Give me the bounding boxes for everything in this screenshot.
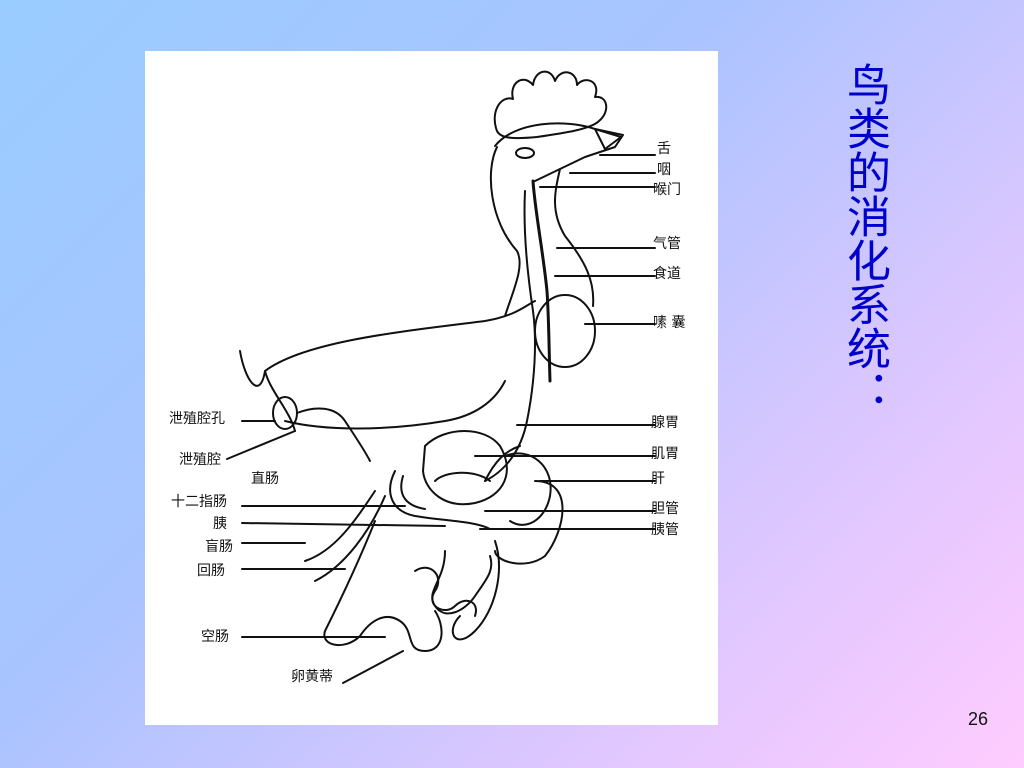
label-crop: 嗉 囊 [653, 315, 686, 331]
label-pancreas: 胰 [213, 516, 227, 532]
label-liver: 肝 [651, 471, 665, 487]
comb [493, 70, 608, 140]
label-proventriculus: 腺胃 [651, 415, 679, 431]
label-ileum: 回肠 [197, 563, 225, 579]
bird-digestive-system-drawing [226, 70, 656, 684]
label-trachea: 气管 [653, 236, 681, 252]
trachea [531, 179, 552, 383]
liver [504, 452, 552, 526]
tail [239, 350, 296, 432]
jejunum [323, 520, 443, 652]
label-pharynx: 咽 [657, 162, 671, 178]
head [494, 122, 624, 182]
label-bile-duct: 胆管 [651, 501, 679, 517]
diagram-panel: 舌 咽 喉门 气管 食道 嗉 囊 腺胃 肌胃 肝 胆管 胰管 泄殖腔孔 泄殖腔 … [145, 51, 718, 725]
crop [534, 294, 596, 368]
cecum [304, 490, 376, 562]
neck-outer [489, 146, 521, 317]
ileum [431, 550, 493, 615]
label-esophagus: 食道 [653, 266, 681, 282]
label-rectum: 直肠 [251, 471, 279, 487]
label-vent: 泄殖腔孔 [169, 411, 225, 427]
label-tongue: 舌 [657, 141, 671, 157]
label-jejunum: 空肠 [201, 629, 229, 645]
page-number: 26 [967, 709, 988, 729]
label-glottis: 喉门 [653, 182, 681, 198]
label-duodenum: 十二指肠 [171, 494, 227, 510]
label-pancreatic-duct: 胰管 [651, 522, 679, 538]
proventriculus [484, 445, 521, 482]
label-gizzard: 肌胃 [651, 446, 679, 462]
back [264, 300, 536, 372]
yolk-stalk [342, 650, 404, 684]
cloaca [272, 396, 298, 430]
label-yolk-stalk: 卵黄蒂 [291, 669, 333, 685]
belly [284, 380, 506, 430]
duodenum [389, 470, 491, 530]
gizzard [422, 430, 508, 506]
neck-inner [554, 168, 595, 307]
label-cecum: 盲肠 [205, 539, 233, 555]
coils [414, 566, 477, 617]
slide-title: 鸟类的消化系统： [839, 62, 890, 414]
beak [594, 128, 622, 150]
label-cloaca: 泄殖腔 [179, 452, 221, 468]
esophagus [484, 190, 536, 482]
